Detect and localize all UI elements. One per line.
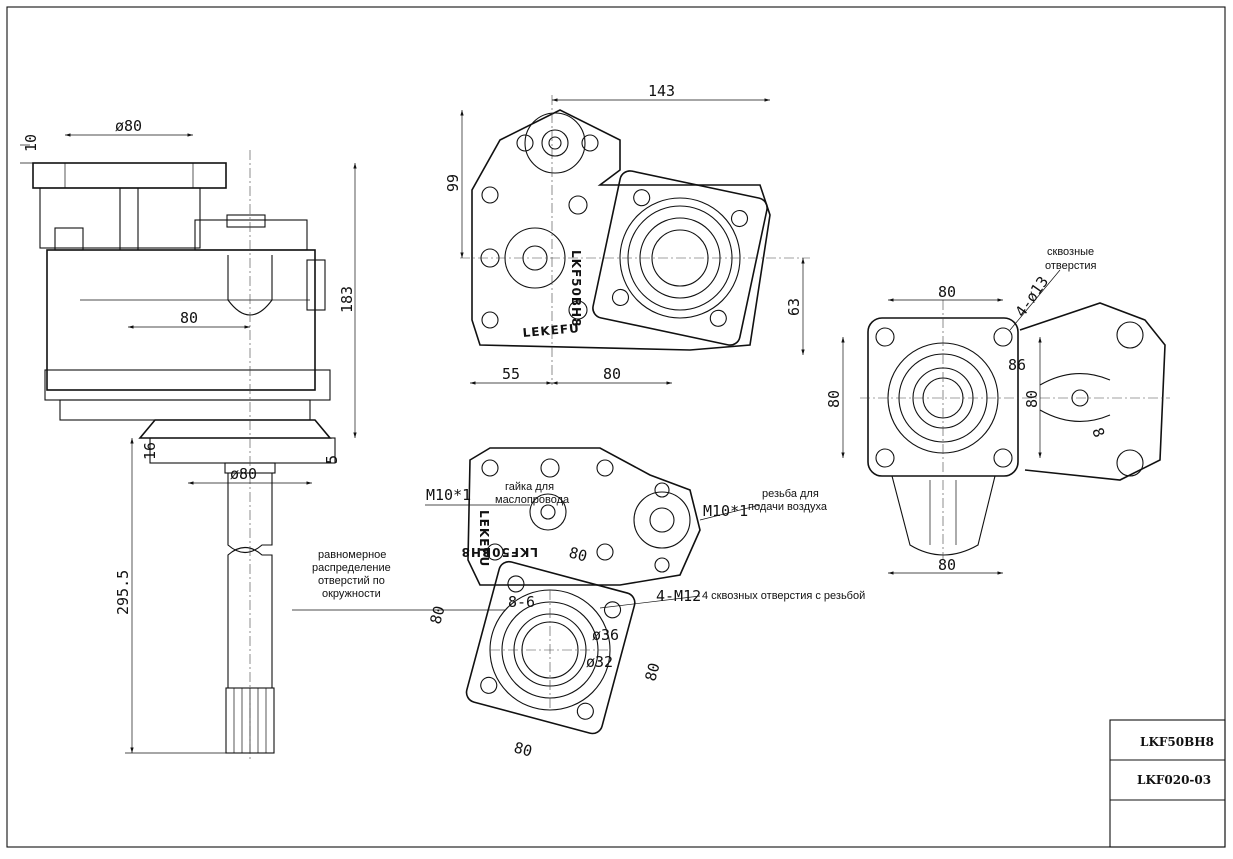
inner-width-label: 80: [180, 309, 198, 327]
pcd-label: 80: [567, 543, 589, 565]
note-through-holes-2: отверстия: [1045, 260, 1097, 272]
right-view: 80 4-ø13 86 80 80 80 8 сквозные отверсти…: [825, 246, 1170, 575]
inner-dia-label: ø32: [586, 653, 613, 671]
note-oil-nut-1: гайка для: [505, 481, 554, 493]
height-label: 183: [338, 286, 356, 313]
brand-label: LEKEFU: [522, 321, 580, 340]
side-view: ø80 10 80 183 ø80 16 5 295.5: [20, 117, 357, 760]
model-number: LKF50BH8: [1140, 735, 1214, 749]
hole-spec-label: 4-ø13: [1012, 273, 1053, 320]
drawing-number: LKF020-03: [1137, 773, 1211, 787]
title-block: LKF50BH8 LKF020-03: [1109, 719, 1226, 848]
upper-height-label: 99: [444, 174, 462, 192]
flange-right-label: 80: [641, 661, 663, 683]
left-width-label: 55: [502, 365, 520, 383]
small-dim-label: 8: [1088, 425, 1108, 440]
note-tapped: 4 сквозных отверстия с резьбой: [702, 590, 865, 602]
top-view: LEKEFU LKF50BH8 143 99 55 80 63: [444, 82, 810, 385]
flange-thickness-label: 10: [22, 134, 40, 152]
housing-marking: LKF50BH8: [569, 250, 583, 327]
right-width-label: 80: [603, 365, 621, 383]
top-width-label-r: 80: [938, 283, 956, 301]
shaft-flange-dia-label: ø80: [230, 465, 257, 483]
thread-left-label: M10*1: [426, 486, 471, 504]
top-width-label: 143: [648, 82, 675, 100]
sheet-border: [6, 6, 1226, 848]
thread-right-label: M10*1: [703, 502, 748, 520]
bottom-view: LEKEFU LKF50BH8 M10*1 M10*1 80 8-6 4-M12…: [292, 447, 865, 761]
note-air-2: подачи воздуха: [748, 501, 828, 513]
hole-count-label: 8-6: [508, 593, 535, 611]
brand-label-bottom: LEKEFU: [477, 510, 491, 567]
shaft-length-label: 295.5: [114, 570, 132, 615]
flange-left-label: 80: [426, 604, 448, 626]
outer-dia-label: ø36: [592, 626, 619, 644]
note-uniform-2: распределение: [312, 562, 391, 574]
bolt-head: [54, 227, 84, 251]
note-uniform-1: равномерное: [318, 549, 386, 561]
flange-dia-label: ø80: [115, 117, 142, 135]
diagonal-label: 86: [1008, 356, 1026, 374]
bottom-width-label-r: 80: [938, 556, 956, 574]
left-height-label-r: 80: [825, 390, 843, 408]
note-uniform-3: отверстий по: [318, 575, 385, 587]
lower-height-label: 63: [785, 298, 803, 316]
note-uniform-4: окружности: [322, 588, 381, 600]
tapped-holes-label: 4-M12: [656, 587, 701, 605]
flange-offset-label: 16: [141, 442, 159, 460]
flange-step-label: 5: [323, 455, 341, 464]
note-air-1: резьба для: [762, 488, 819, 500]
flange-bottom-label: 80: [512, 738, 534, 760]
housing-marking-bottom: LKF50BH8: [461, 545, 538, 559]
note-oil-nut-2: маслопровода: [495, 494, 570, 506]
right-height-label-r: 80: [1023, 390, 1041, 408]
note-through-holes-1: сквозные: [1047, 246, 1094, 258]
